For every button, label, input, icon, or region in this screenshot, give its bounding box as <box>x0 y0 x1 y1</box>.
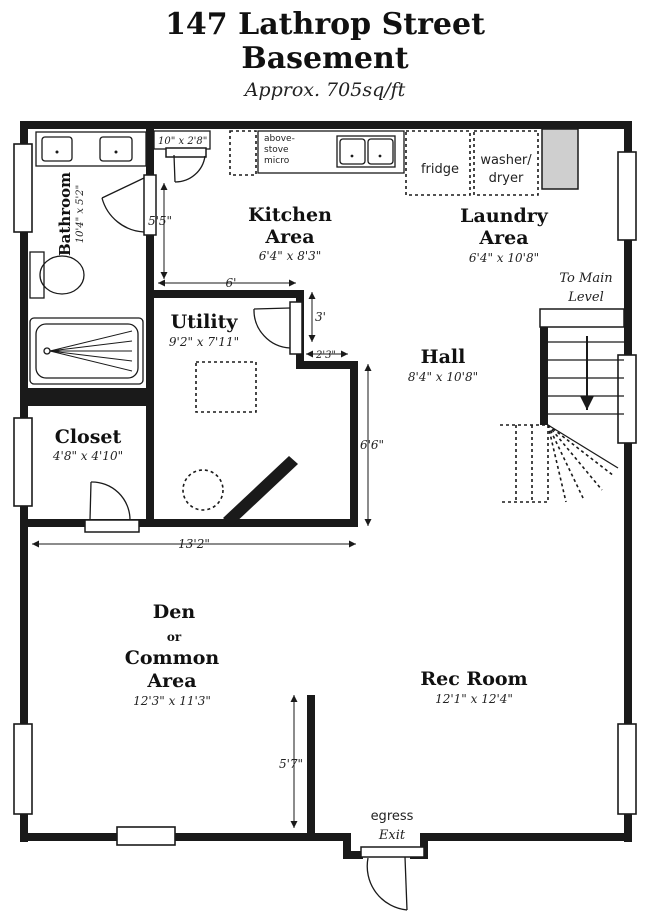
rec-room-dims: 12'1" x 12'4" <box>435 692 513 706</box>
bathroom-door[interactable] <box>101 174 157 236</box>
laundry-name-1: Laundry <box>460 205 549 227</box>
den-name-1: Den <box>153 601 196 623</box>
washer-label: washer/ <box>480 153 532 168</box>
partition-height-dim: 5'7" <box>279 757 303 771</box>
exit-door[interactable]: egress Exit <box>360 809 425 911</box>
dimension-lines <box>32 183 372 828</box>
notch-width-dim: 2'3" <box>315 350 336 361</box>
kitchen-door[interactable] <box>165 147 207 183</box>
den-width-dim: 13'2" <box>178 537 210 551</box>
kitchen-name-1: Kitchen <box>248 204 332 226</box>
closet-door[interactable] <box>84 481 140 533</box>
plan-level: Basement <box>241 41 408 76</box>
kitchen-width-dim: 6' <box>226 276 237 290</box>
utility-name: Utility <box>171 311 239 333</box>
laundry-name-2: Area <box>478 227 528 249</box>
laundry-dims: 6'4" x 10'8" <box>469 251 539 265</box>
plan-title: 147 Lathrop Street <box>165 7 485 42</box>
den-name-2: Common <box>125 647 220 669</box>
plan-area: Approx. 705sq/ft <box>243 79 406 101</box>
windows <box>13 143 637 846</box>
kitchen-counters: 10" x 2'8" above- stove micro <box>153 130 405 176</box>
stairs: To Main Level <box>500 271 625 503</box>
hall-dims: 8'4" x 10'8" <box>408 370 478 384</box>
den-name-3: Area <box>146 670 196 692</box>
egress-label: egress <box>371 809 414 824</box>
utility-dims: 9'2" x 7'11" <box>169 335 239 349</box>
hall-wall-dim: 6'6" <box>360 438 384 452</box>
hall-name: Hall <box>421 346 466 368</box>
above-stove-label-3: micro <box>264 156 290 166</box>
kitchen-height-dim: 5'5" <box>148 214 172 228</box>
above-stove-label-2: stove <box>264 145 289 155</box>
stairs-label-2: Level <box>567 290 604 305</box>
above-stove-label-1: above- <box>264 134 295 144</box>
dryer-label: dryer <box>489 171 524 186</box>
cabinet-dims: 10" x 2'8" <box>158 136 207 147</box>
utility-door-dim: 3' <box>315 310 326 324</box>
utility-floor-hatch <box>195 361 257 413</box>
utility-sink <box>541 128 579 190</box>
utility-door[interactable] <box>253 301 303 355</box>
bathroom-name: Bathroom <box>56 172 74 256</box>
bathroom-dims: 10'4" x 5'2" <box>75 185 86 244</box>
closet-name: Closet <box>55 426 122 448</box>
washer-dryer: washer/ dryer <box>473 130 539 196</box>
exit-label: Exit <box>378 828 406 843</box>
bathroom-fixtures <box>29 131 147 385</box>
kitchen-name-2: Area <box>264 226 314 248</box>
closet-dims: 4'8" x 4'10" <box>52 449 123 463</box>
fridge-label: fridge <box>421 162 459 177</box>
rec-room-name: Rec Room <box>420 668 527 690</box>
den-name-or: or <box>167 630 182 644</box>
kitchen-dims: 6'4" x 8'3" <box>259 249 322 263</box>
utility-drain <box>182 469 224 511</box>
bathroom-label-group: Bathroom 10'4" x 5'2" <box>56 172 86 256</box>
exterior-walls <box>20 121 632 859</box>
den-dims: 12'3" x 11'3" <box>133 694 211 708</box>
stairs-label-1: To Main <box>559 271 612 286</box>
fridge: fridge <box>405 130 471 196</box>
